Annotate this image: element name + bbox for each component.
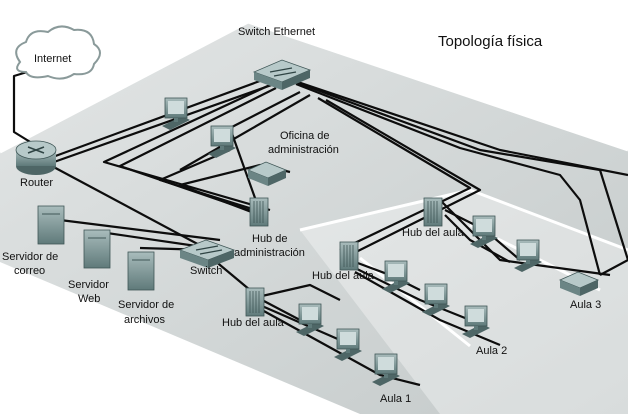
switch-ethernet-label: Switch Ethernet (238, 26, 315, 38)
printer-icon[interactable] (246, 161, 288, 186)
oficina-label-line2: administración (268, 144, 339, 156)
classroom-floor (300, 190, 628, 414)
hub-aula2-label: Hub del aula (312, 270, 375, 282)
server-icon[interactable] (37, 205, 65, 245)
hub-icon[interactable] (245, 287, 265, 317)
server-icon[interactable] (127, 251, 155, 291)
aula3-label: Aula 3 (570, 299, 601, 311)
servidor-web-label-line2: Web (78, 293, 100, 305)
aula2-label: Aula 2 (476, 345, 507, 357)
switch-ethernet-icon[interactable] (252, 59, 312, 90)
cables (12, 60, 628, 387)
servidor-correo-label-line2: correo (14, 265, 45, 277)
hub-icon[interactable] (339, 241, 359, 271)
server-icon[interactable] (83, 229, 111, 269)
printer-icon[interactable] (558, 271, 600, 296)
router-label: Router (20, 177, 53, 189)
page-title: Topología física (438, 33, 543, 50)
hub-icon[interactable] (249, 197, 269, 227)
hub-admin-label-line1: Hub de (252, 233, 287, 245)
internet-label: Internet (34, 53, 71, 65)
hub-aula1-label: Hub del aula (222, 317, 285, 329)
servidor-web-label-line1: Servidor (68, 279, 109, 291)
cloud-icon (15, 25, 101, 80)
switch-label: Switch (190, 265, 222, 277)
hub-icon[interactable] (423, 197, 443, 227)
hub-admin-label-line2: administración (234, 247, 305, 259)
router-icon[interactable] (15, 140, 57, 175)
servidor-archivos-label-line1: Servidor de (118, 299, 174, 311)
oficina-label-line1: Oficina de (280, 130, 330, 142)
servidor-archivos-label-line2: archivos (124, 314, 165, 326)
hub-aula3-label: Hub del aula (402, 227, 465, 239)
servidor-correo-label-line1: Servidor de (2, 251, 58, 263)
switch-icon[interactable] (178, 239, 236, 268)
aula1-label: Aula 1 (380, 393, 411, 405)
